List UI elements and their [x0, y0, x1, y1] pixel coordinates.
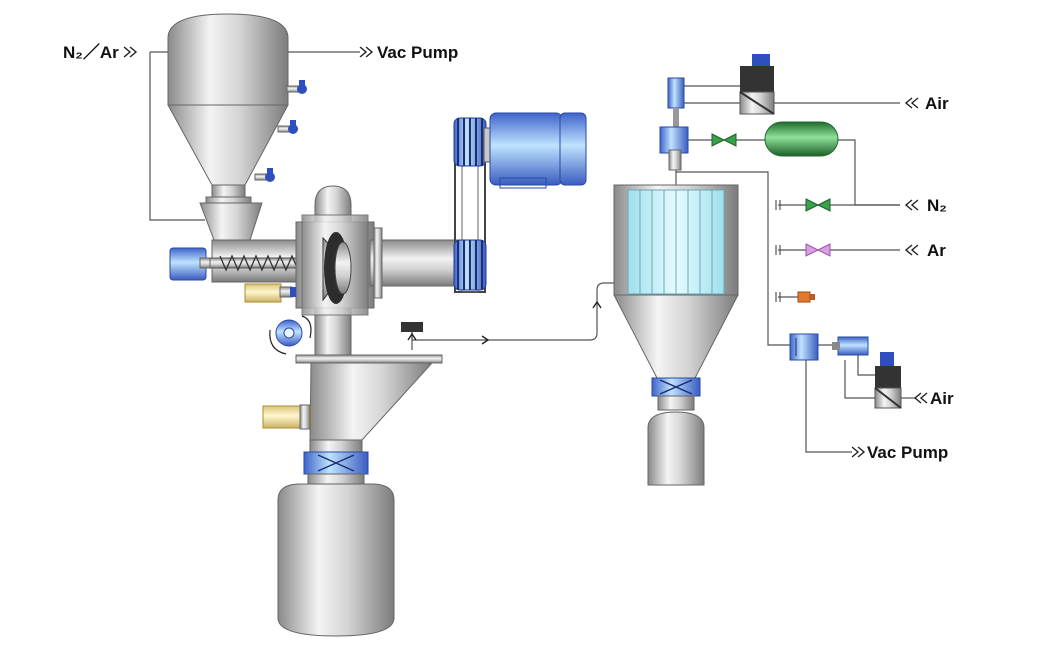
ar-label: Ar: [927, 241, 946, 260]
air-bottom-label: Air: [930, 389, 954, 408]
pulse-valve-assembly: [659, 77, 689, 171]
valve-icon: [711, 133, 737, 147]
solenoid-valve-bottom: [874, 352, 902, 409]
air-top-label: Air: [925, 94, 949, 113]
belt-drive: [453, 117, 487, 293]
feed-hopper: [167, 13, 289, 204]
pressure-sensor-icon: [401, 322, 423, 350]
vacuum-cylinder: [832, 336, 869, 356]
n2-ar-label: N₂／Ar: [63, 43, 119, 62]
transfer-line: [411, 282, 618, 345]
n2-label: N₂: [927, 196, 947, 215]
outlet-arrow-icon: [359, 46, 866, 458]
filter-separator: [613, 184, 739, 486]
right-piping: [675, 85, 915, 453]
vac-pump-bottom-label: Vac Pump: [867, 443, 949, 462]
fitting-icon: [797, 291, 815, 303]
vacuum-trap: [789, 333, 819, 361]
inlet-arrow-icon: [123, 46, 138, 58]
ar-valve-icon: [805, 243, 831, 257]
mill-assembly: [295, 185, 461, 361]
n2-valve-icon: [805, 198, 831, 212]
rotation-indicator-icon: [269, 315, 312, 355]
solenoid-valve-top: [739, 54, 775, 115]
gas-cylinder: [764, 121, 839, 157]
discharge-chute: [262, 354, 443, 485]
screw-feeder: [169, 202, 331, 283]
collection-drum: [277, 483, 395, 637]
main-motor: [483, 112, 587, 189]
supply-arrow-icon: [904, 97, 928, 404]
vac-pump-top-label: Vac Pump: [377, 43, 459, 62]
level-sensor-icon: [254, 80, 307, 182]
actuator-box: [244, 283, 296, 303]
